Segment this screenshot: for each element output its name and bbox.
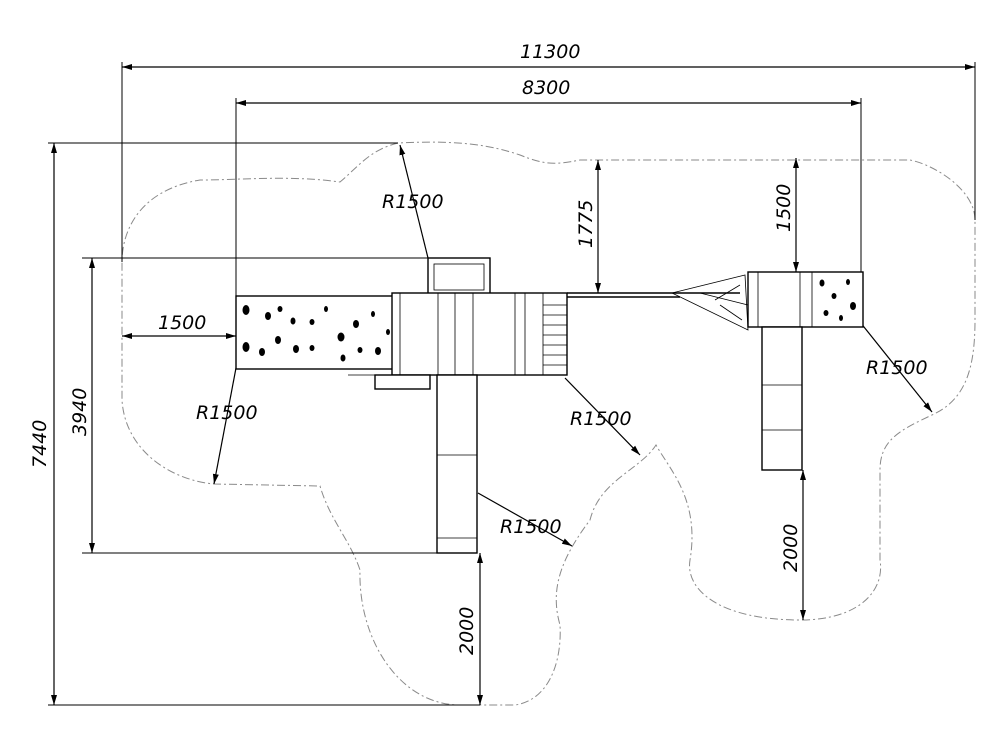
climbing-holds	[242, 305, 390, 362]
slide-left	[436, 374, 478, 554]
radius-leader-right	[859, 321, 933, 413]
dim-label-1500-left: 1500	[158, 312, 206, 334]
radius-label-right: R1500	[866, 357, 928, 379]
lower-step	[374, 374, 431, 390]
radius-leader-center	[564, 377, 641, 456]
radius-label-lower: R1500	[500, 516, 562, 538]
slide-right	[761, 326, 803, 471]
dim-label-2000-left: 2000	[456, 607, 478, 655]
tower-roof-inner	[433, 263, 485, 291]
radius-label-top: R1500	[382, 191, 444, 213]
right-tower-platform	[747, 271, 864, 328]
radius-label-left: R1500	[196, 402, 258, 424]
dim-label-8300: 8300	[522, 77, 570, 99]
safety-zone-outline	[121, 141, 976, 706]
central-platform-deck	[391, 292, 568, 376]
dim-label-11300: 11300	[520, 41, 580, 63]
dim-label-2000-right: 2000	[780, 524, 802, 572]
dim-label-1500-right: 1500	[773, 184, 795, 232]
dim-label-3940: 3940	[69, 388, 91, 436]
ladder-rungs	[543, 304, 567, 366]
climbing-wall-panel	[235, 295, 397, 370]
tower-roof-box	[427, 257, 491, 295]
radius-leader-left	[212, 367, 237, 485]
dim-label-1775: 1775	[575, 200, 597, 248]
radius-label-center: R1500	[570, 408, 632, 430]
bridge-truss	[670, 274, 749, 331]
right-panel-holes	[819, 279, 856, 321]
radius-leader-top	[399, 144, 429, 259]
radius-leader-lower	[477, 492, 573, 547]
dim-label-7440: 7440	[29, 420, 51, 468]
